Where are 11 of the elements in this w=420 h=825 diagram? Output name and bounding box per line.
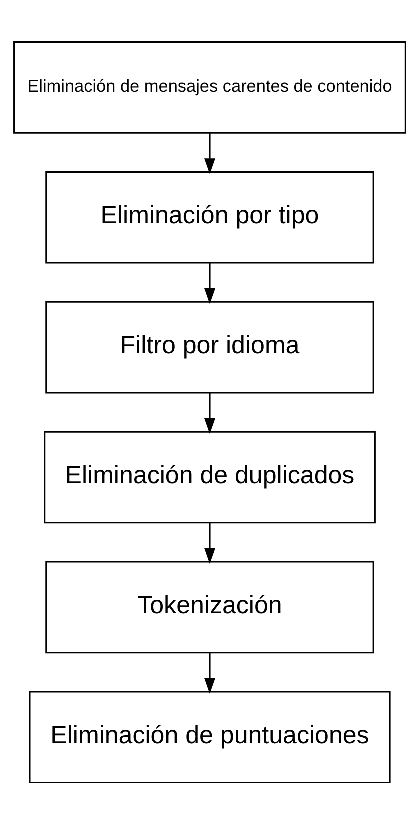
arrow (204, 653, 216, 694)
node-box: Eliminación de mensajes carentes de contenido (14, 41, 406, 134)
node-box: Eliminación de puntuaciones (29, 691, 391, 784)
node-box: Eliminación por tipo (46, 171, 374, 264)
node-box: Filtro por idioma (46, 301, 374, 394)
arrow (204, 523, 216, 564)
node-box: Tokenización (46, 561, 374, 654)
arrow (204, 393, 216, 434)
arrow (204, 134, 216, 174)
node-box: Eliminación de duplicados (44, 431, 376, 524)
arrow (204, 264, 216, 304)
